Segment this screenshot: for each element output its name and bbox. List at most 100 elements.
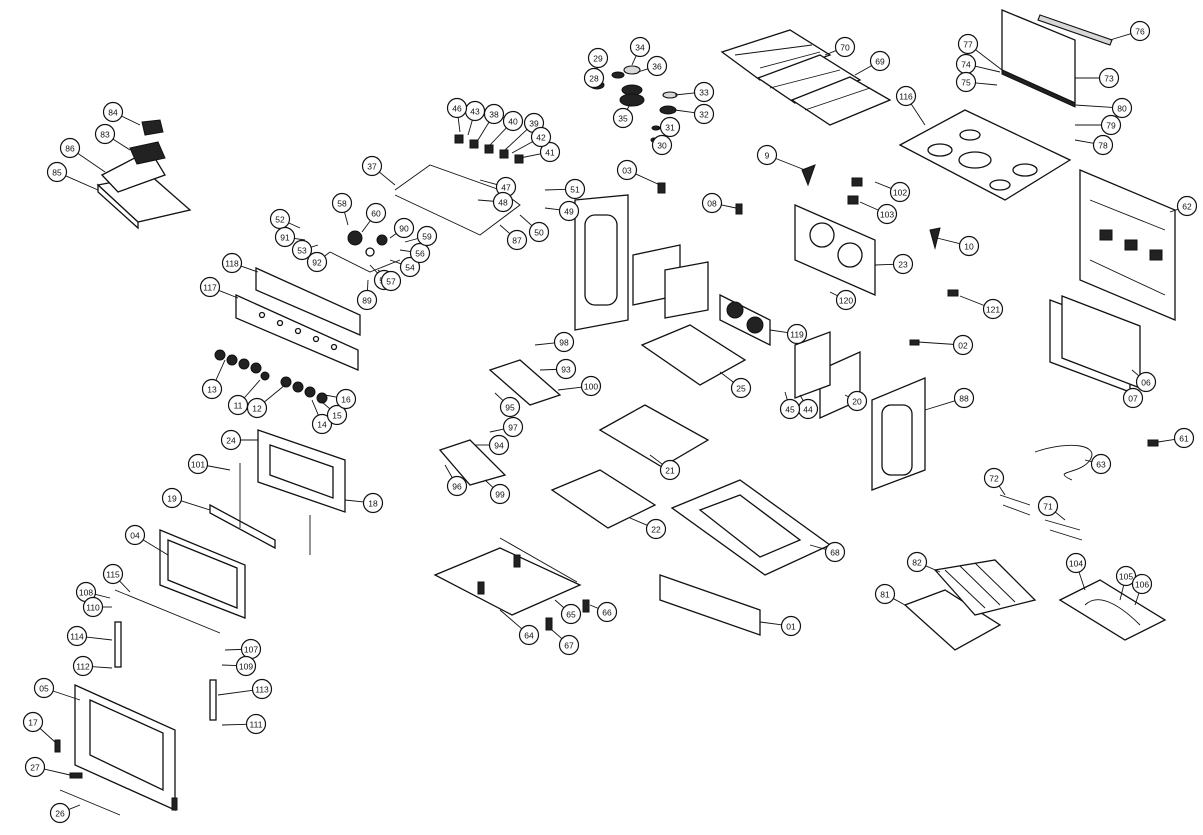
callout-circle — [518, 624, 540, 646]
callout-circle — [528, 221, 550, 243]
callout-label: 12 — [252, 404, 262, 414]
right-oven-side — [794, 331, 926, 491]
callout-label: 108 — [79, 588, 93, 598]
callout-label: 42 — [536, 133, 546, 143]
callout-label: 93 — [561, 365, 571, 375]
callout-44: 44 — [797, 398, 819, 420]
callout-98: 98 — [553, 331, 575, 353]
leader-line-61 — [1157, 438, 1175, 443]
callout-119: 119 — [786, 323, 808, 345]
callout-64: 64 — [518, 624, 540, 646]
callout-28: 28 — [583, 67, 605, 89]
callout-label: 102 — [893, 188, 907, 198]
part-drawings — [54, 9, 1176, 816]
callout-92: 92 — [306, 251, 328, 273]
callout-label: 62 — [1182, 202, 1192, 212]
callout-circle — [24, 756, 46, 778]
callout-label: 48 — [498, 198, 508, 208]
callout-118: 118 — [221, 252, 243, 274]
callout-circle — [102, 563, 124, 585]
leader-line-35 — [626, 103, 631, 110]
callout-label: 103 — [880, 210, 894, 220]
callout-circle — [1092, 134, 1114, 156]
callout-label: 75 — [961, 78, 971, 88]
leader-line-88 — [924, 400, 956, 411]
callout-21: 21 — [659, 459, 681, 481]
callout-109: 109 — [235, 655, 257, 677]
callout-circle — [220, 429, 242, 451]
callout-40: 40 — [502, 110, 524, 132]
leader-line-121 — [959, 295, 985, 306]
callout-circle — [730, 377, 752, 399]
leader-line-86 — [77, 153, 106, 173]
callout-circle — [955, 71, 977, 93]
callout-circle — [1037, 495, 1059, 517]
callout-circle — [124, 524, 146, 546]
callout-label: 106 — [1135, 580, 1149, 590]
callout-01: 01 — [780, 615, 802, 637]
callout-72: 72 — [983, 467, 1005, 489]
callout-label: 27 — [30, 763, 40, 773]
callout-label: 76 — [1135, 27, 1145, 37]
callout-label: 73 — [1104, 74, 1114, 84]
callout-76: 76 — [1129, 20, 1151, 42]
callout-25: 25 — [730, 377, 752, 399]
leader-line-117 — [218, 290, 239, 299]
callout-circle — [953, 387, 975, 409]
callout-label: 77 — [963, 40, 973, 50]
leader-line-95 — [494, 392, 504, 401]
callout-label: 67 — [564, 641, 574, 651]
leader-line-68 — [809, 544, 826, 550]
leader-line-59 — [404, 238, 418, 243]
leader-line-26 — [68, 804, 81, 810]
callout-83: 83 — [94, 123, 116, 145]
callout-label: 43 — [470, 107, 480, 117]
callout-100: 100 — [580, 375, 602, 397]
wiring — [999, 439, 1167, 641]
callout-circle — [326, 404, 348, 426]
leader-line-77 — [975, 49, 1003, 71]
leader-line-71 — [1055, 511, 1066, 521]
callout-label: 109 — [239, 662, 253, 672]
callout-circle — [1135, 371, 1157, 393]
callout-43: 43 — [464, 100, 486, 122]
callout-label: 03 — [622, 166, 632, 176]
leader-line-91 — [294, 237, 306, 241]
callout-label: 107 — [244, 645, 258, 655]
callout-label: 54 — [405, 263, 415, 273]
callout-label: 112 — [76, 662, 90, 672]
callout-label: 23 — [898, 260, 908, 270]
callout-label: 05 — [39, 684, 49, 694]
callout-circle — [646, 55, 668, 77]
leader-line-06 — [1131, 369, 1140, 377]
callout-circle — [489, 483, 511, 505]
callout-label: 04 — [130, 531, 140, 541]
callout-circle — [235, 655, 257, 677]
callout-circle — [786, 323, 808, 345]
callout-circle — [399, 256, 421, 278]
callout-54: 54 — [399, 256, 421, 278]
callout-circle — [564, 178, 586, 200]
callout-95: 95 — [499, 396, 521, 418]
callout-49: 49 — [558, 200, 580, 222]
callout-label: 26 — [55, 809, 65, 819]
leader-line-02 — [917, 341, 954, 345]
callout-label: 17 — [28, 718, 38, 728]
callout-68: 68 — [824, 541, 846, 563]
leader-line-118 — [240, 265, 259, 273]
callout-97: 97 — [502, 416, 524, 438]
grill-pan — [903, 559, 1037, 651]
callout-label: 71 — [1043, 502, 1053, 512]
callout-90: 90 — [393, 217, 415, 239]
callout-label: 36 — [652, 62, 662, 72]
callout-71: 71 — [1037, 495, 1059, 517]
callout-circle — [558, 200, 580, 222]
callout-10: 10 — [958, 235, 980, 257]
leader-line-70 — [824, 50, 837, 56]
leader-line-17 — [39, 728, 56, 743]
callout-18: 18 — [362, 492, 384, 514]
callout-label: 07 — [1128, 394, 1138, 404]
leader-line-108 — [95, 593, 111, 599]
callout-91: 91 — [274, 226, 296, 248]
callout-label: 9 — [765, 151, 770, 161]
